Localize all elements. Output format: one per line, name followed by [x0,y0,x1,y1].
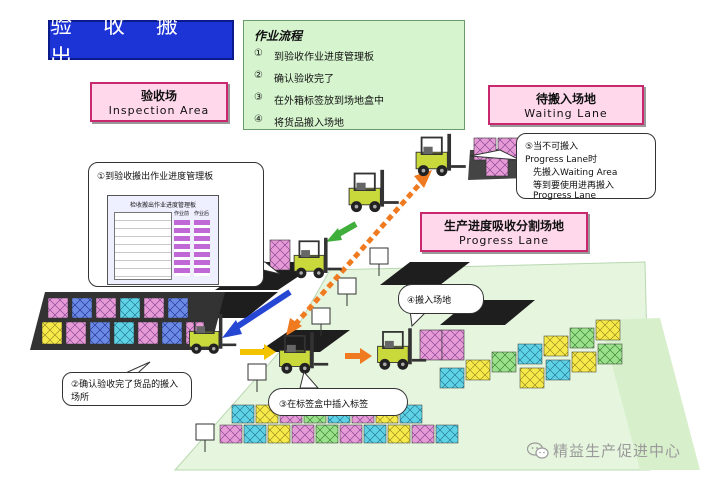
side-plane [600,318,700,470]
callout-carry: ④搬入场地 [398,284,484,314]
callout-confirm: ②确认验收完了货品的搬入场所 [62,372,192,406]
board-slots-after [194,220,210,276]
arrow-green-head [326,228,342,242]
inspection-area-label: 验收场 Inspection Area [90,82,228,122]
page-title: 验 收 搬 出 [48,14,234,71]
watermark: 精益生产促进中心 [526,440,681,461]
arrow-blue-head [222,320,242,338]
arrow-orange-head [414,170,432,188]
flow-step: ④ 将货品搬入场地 [254,114,344,129]
callout-label: ③在标签盒中插入标签 [268,388,408,416]
flow-step: ③ 在外箱标签放到场地盒中 [254,92,384,107]
board-slots-before [174,220,190,276]
callout-waiting-note: ⑤当不可搬入 Progress Lane时 先搬入Waiting Area 等到… [516,133,656,201]
progress-lane-label: 生产进度吸收分割场地 Progress Lane [420,212,588,252]
arrow-blue [230,289,292,333]
work-flow-panel: 作业流程 ① 到验收作业进度管理板 ② 确认验收完了 ③ 在外箱标签放到场地盒中… [243,20,465,130]
inspection-pallets [30,292,225,350]
progress-lane-stacks [419,319,623,389]
callout-waiting-tail [469,149,521,161]
progress-board: 检收搬出作业进度管理板 作业前 作业后 [107,195,219,285]
board-table [114,212,172,280]
flow-step: ② 确认验收完了 [254,70,334,85]
arrow-yellow-head [264,344,276,360]
arrow-orange-dotted [290,176,427,330]
forklift-icon [415,132,467,178]
label-stands [195,247,389,452]
work-flow-heading: 作业流程 [254,29,303,43]
pallet-icon [269,239,291,271]
waiting-lane-label: 待搬入场地 Waiting Lane [488,85,644,125]
arrow-orange-right-head [360,348,372,364]
forklift-icon [348,168,400,214]
callout-board: ①到验收搬出作业进度管理板 检收搬出作业进度管理板 作业前 作业后 [88,162,264,287]
arrow-orange-tail-head [286,318,302,336]
wechat-icon [526,441,549,459]
flow-step: ① 到验收作业进度管理板 [254,48,374,63]
